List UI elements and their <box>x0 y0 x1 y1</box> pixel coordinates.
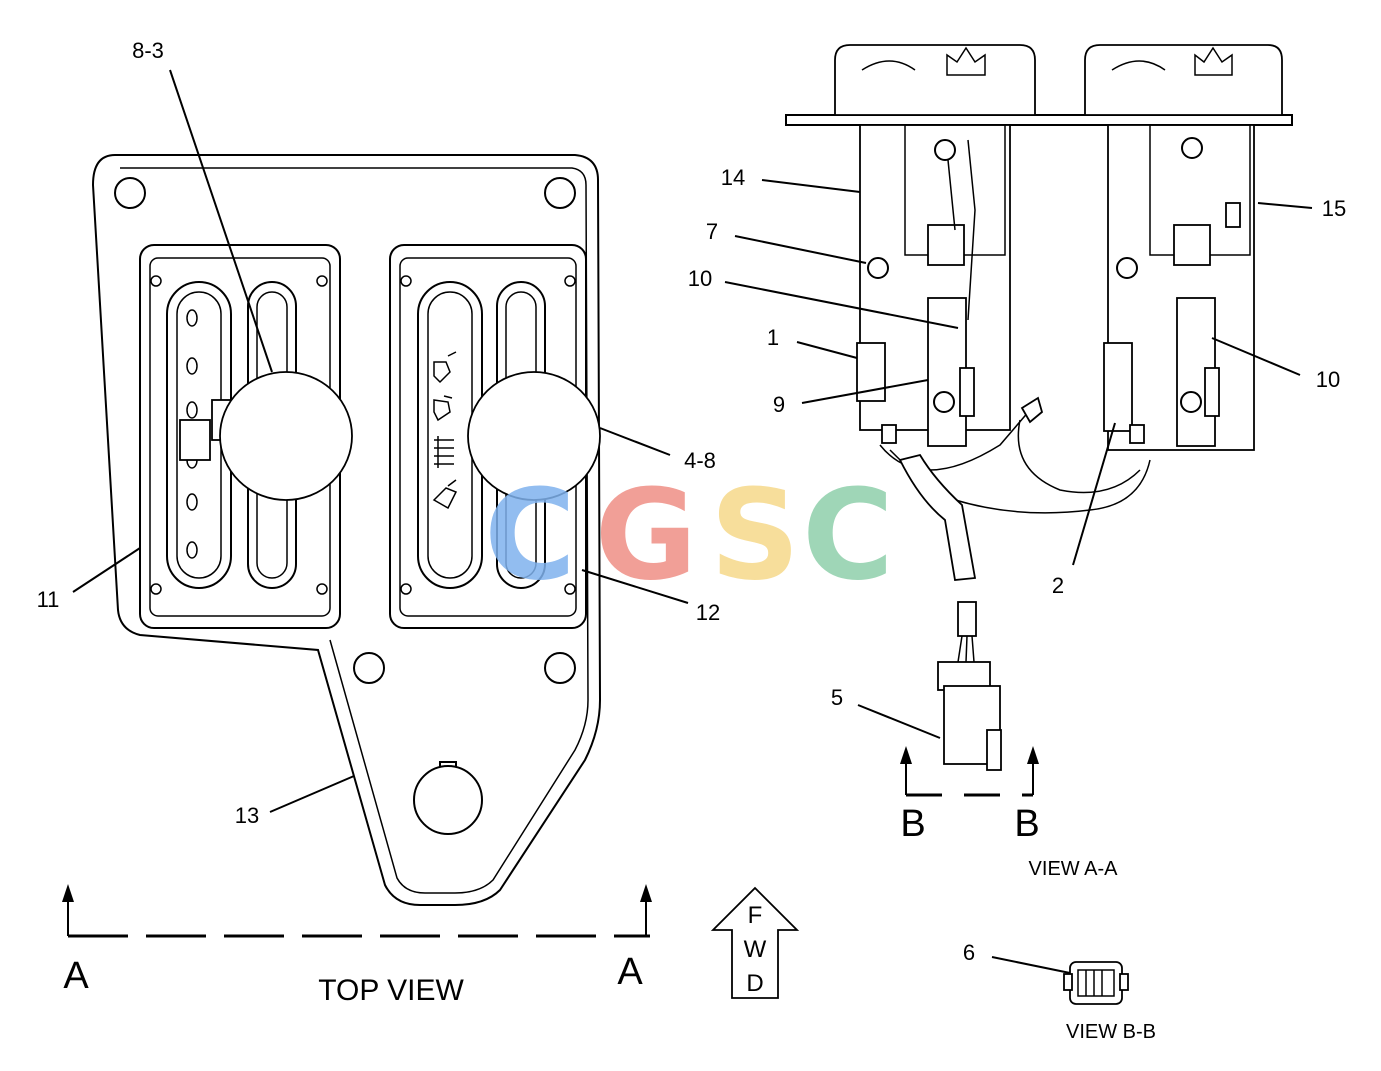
section-line-bb <box>900 746 1039 797</box>
callouts: 8-3 14 7 10 1 9 15 10 4-8 11 12 2 5 13 6 <box>37 38 1347 965</box>
leader-lines <box>72 69 1313 974</box>
forward-arrow: F W D <box>710 886 800 999</box>
callout-8-3: 8-3 <box>132 38 164 63</box>
callout-4-8: 4-8 <box>684 448 716 473</box>
callout-1: 1 <box>767 325 779 350</box>
watermark-letter-s: S <box>710 463 800 608</box>
section-letter-a-right: A <box>617 951 643 993</box>
callout-10-left: 10 <box>688 266 712 291</box>
watermark-letter-g: G <box>595 463 698 608</box>
callout-6: 6 <box>963 940 975 965</box>
watermark-letter-c1: C <box>484 463 576 608</box>
callout-12: 12 <box>696 600 720 625</box>
section-line-aa <box>62 884 652 938</box>
view-aa-valve-assembly <box>785 44 1293 581</box>
top-view-console-plate <box>91 154 602 906</box>
callout-2: 2 <box>1052 573 1064 598</box>
section-letter-b-right: B <box>1014 803 1039 845</box>
view-bb-caption: VIEW B-B <box>1066 1021 1156 1043</box>
callout-9: 9 <box>773 392 785 417</box>
callout-15: 15 <box>1322 196 1346 221</box>
callout-10-right: 10 <box>1316 367 1340 392</box>
callout-14: 14 <box>721 165 745 190</box>
view-aa-caption: VIEW A-A <box>1029 858 1119 880</box>
top-view-caption: TOP VIEW <box>318 974 464 1007</box>
left-control-panel <box>139 244 353 629</box>
fwd-letter-w: W <box>744 936 767 963</box>
cgsc-watermark: C G S C <box>484 463 894 608</box>
section-letter-b-left: B <box>900 803 925 845</box>
connector-plug <box>937 601 1002 771</box>
right-control-panel <box>389 244 601 629</box>
connector-end-view <box>1063 961 1129 1005</box>
callout-11: 11 <box>37 587 60 612</box>
callout-5: 5 <box>831 685 843 710</box>
watermark-letter-c2: C <box>802 463 894 608</box>
captions: A A B B TOP VIEW VIEW A-A VIEW B-B <box>63 803 1156 1043</box>
callout-13: 13 <box>235 803 259 828</box>
section-letter-a-left: A <box>63 955 89 997</box>
fwd-letter-f: F <box>748 902 763 929</box>
callout-7: 7 <box>706 219 718 244</box>
fwd-letter-d: D <box>746 970 763 997</box>
